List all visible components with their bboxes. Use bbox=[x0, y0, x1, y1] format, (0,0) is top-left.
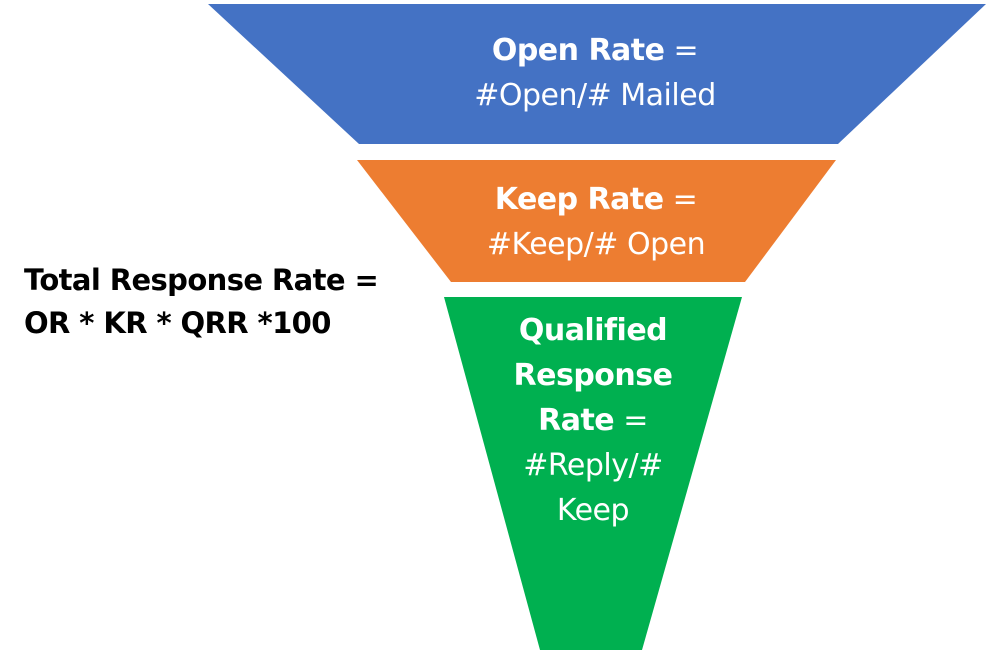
open-rate-label: Open Rate = #Open/# Mailed bbox=[395, 28, 795, 118]
keep-rate-name: Keep Rate bbox=[494, 182, 664, 217]
qualified-formula-line-2: Keep bbox=[556, 493, 630, 528]
qualified-equals: = bbox=[614, 403, 648, 438]
total-response-rate-formula: Total Response Rate = OR * KR * QRR *100 bbox=[24, 259, 394, 345]
qualified-name-line-3: Rate bbox=[538, 403, 615, 438]
total-line-2: OR * KR * QRR *100 bbox=[24, 306, 331, 340]
keep-rate-formula: #Keep/# Open bbox=[486, 227, 706, 262]
qualified-name-line-2: Response bbox=[513, 358, 673, 393]
qualified-formula-line-1: #Reply/# bbox=[523, 448, 663, 483]
keep-rate-stage bbox=[357, 160, 836, 282]
open-rate-equals: = bbox=[664, 33, 699, 68]
qualified-response-rate-stage bbox=[444, 297, 742, 650]
qualified-response-rate-label: Qualified Response Rate = #Reply/# Keep bbox=[493, 308, 693, 533]
total-line-1: Total Response Rate = bbox=[24, 263, 379, 297]
keep-rate-equals: = bbox=[663, 182, 698, 217]
open-rate-formula: #Open/# Mailed bbox=[474, 78, 716, 113]
keep-rate-label: Keep Rate = #Keep/# Open bbox=[396, 177, 796, 267]
open-rate-stage bbox=[208, 4, 986, 144]
open-rate-name: Open Rate bbox=[491, 33, 665, 68]
qualified-name-line-1: Qualified bbox=[518, 313, 668, 348]
